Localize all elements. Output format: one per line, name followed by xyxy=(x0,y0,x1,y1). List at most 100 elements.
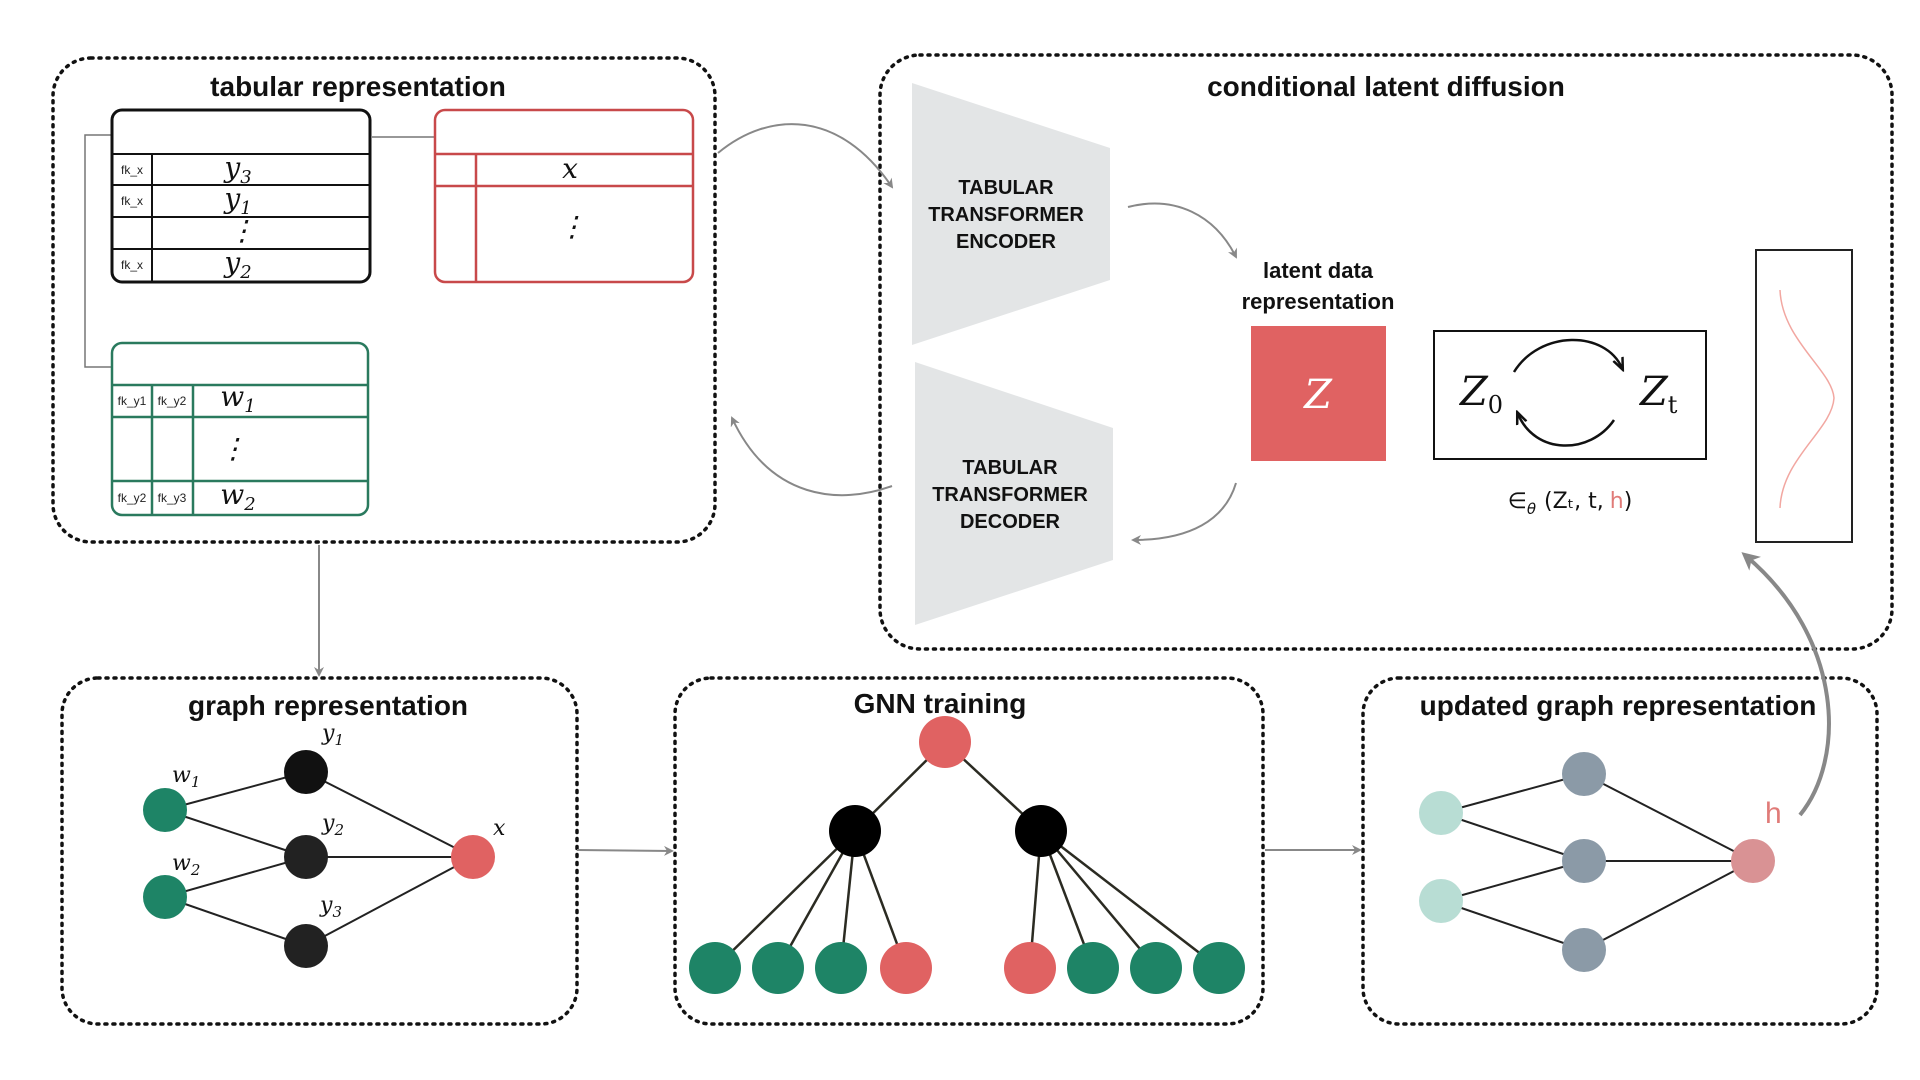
panel-gnn: GNN training xyxy=(673,676,1265,1026)
zt-symbol: Zt xyxy=(1638,369,1678,419)
y-table-fk-2: fk_x xyxy=(121,194,143,208)
graph-edges xyxy=(164,771,474,947)
panel-graph: graph representation w1 w2 y1 y2 y3 x xyxy=(60,676,579,1026)
arrow-latent-to-decoder xyxy=(1131,482,1237,545)
updated-node-w2 xyxy=(1419,879,1463,923)
conditioning-curve-box xyxy=(1755,249,1853,543)
panel-updated: updated graph representation h xyxy=(1361,676,1879,1026)
arrow-decoder-to-tabular xyxy=(730,416,893,497)
gnn-leaf-node xyxy=(1004,942,1056,994)
gnn-leaf-node xyxy=(815,942,867,994)
updated-title: updated graph representation xyxy=(1420,690,1817,721)
formula-args: (Zₜ, t, xyxy=(1544,489,1604,514)
panel-tabular: tabular representation fk_x fk_x fk_x y3… xyxy=(51,56,717,544)
latent-label-line1: latent data xyxy=(1263,258,1374,283)
node-y1 xyxy=(284,750,328,794)
noise-formula: ∈θ (Zₜ, t,h) xyxy=(1508,489,1633,518)
graph-title: graph representation xyxy=(188,690,468,721)
arrow-updated-to-diffusion xyxy=(1741,552,1831,817)
decoder-block: TABULAR TRANSFORMER DECODER xyxy=(915,362,1113,625)
sub: 1 xyxy=(191,773,201,791)
updated-node-x xyxy=(1731,839,1775,883)
sub: 1 xyxy=(244,396,255,417)
sub: 2 xyxy=(333,821,344,839)
y-table-fk-4: fk_x xyxy=(121,258,143,272)
z0-sub: 0 xyxy=(1488,391,1503,419)
w-table-fk2-3: fk_y3 xyxy=(158,491,187,505)
sub: 2 xyxy=(190,861,201,879)
node-x xyxy=(451,835,495,879)
epsilon: ∈ xyxy=(1508,489,1527,514)
panel-diffusion: conditional latent diffusion TABULAR TRA… xyxy=(878,53,1894,651)
gnn-leaf-node xyxy=(1130,942,1182,994)
gnn-edges xyxy=(714,741,1220,969)
diffusion-title: conditional latent diffusion xyxy=(1207,71,1565,102)
decoder-line1: TABULAR xyxy=(962,457,1058,479)
node-w2 xyxy=(143,875,187,919)
gnn-leaf-node xyxy=(880,942,932,994)
x-table-dots: ⋮ xyxy=(558,210,586,243)
node-w1 xyxy=(143,788,187,832)
encoder-line2: TRANSFORMER xyxy=(928,204,1084,226)
theta: θ xyxy=(1527,500,1536,518)
encoder-block: TABULAR TRANSFORMER ENCODER xyxy=(912,83,1110,345)
gnn-leaf-node xyxy=(1067,942,1119,994)
latent-representation: latent data representation Z xyxy=(1242,258,1395,461)
decoder-line3: DECODER xyxy=(960,511,1061,533)
w-table-fk1-1: fk_y1 xyxy=(118,394,147,408)
sub: 1 xyxy=(334,731,344,749)
zt-sub: t xyxy=(1668,391,1678,419)
x-table-header: x xyxy=(562,152,578,185)
sub: 3 xyxy=(332,903,342,921)
zt-main: Z xyxy=(1638,369,1669,415)
latent-box xyxy=(1251,326,1386,461)
updated-h-label: h xyxy=(1765,797,1782,830)
label-y3: y3 xyxy=(319,893,342,921)
label-y2: y2 xyxy=(321,811,344,839)
y-table: fk_x fk_x fk_x y3 y1 ⋮ y2 xyxy=(110,108,372,284)
sub: 1 xyxy=(240,198,251,219)
z0-main: Z xyxy=(1458,369,1489,415)
label-w1: w1 xyxy=(172,763,200,791)
encoder-line3: ENCODER xyxy=(956,231,1057,253)
decoder-line2: TRANSFORMER xyxy=(932,484,1088,506)
gnn-hidden-node-right xyxy=(1015,805,1067,857)
sub: 2 xyxy=(243,494,255,515)
sub: 3 xyxy=(240,167,251,188)
encoder-line1: TABULAR xyxy=(958,177,1054,199)
gnn-title: GNN training xyxy=(854,688,1027,719)
gnn-leaf-node xyxy=(1193,942,1245,994)
updated-node-y2 xyxy=(1562,839,1606,883)
flow-arrows xyxy=(314,123,1831,856)
sub: 2 xyxy=(239,262,251,283)
updated-edges xyxy=(1440,773,1754,951)
arrow-graph-to-gnn xyxy=(576,845,674,856)
x-table: x ⋮ xyxy=(433,108,695,284)
formula-close: ) xyxy=(1624,489,1633,514)
updated-node-y1 xyxy=(1562,752,1606,796)
w-table-fk1-3: fk_y2 xyxy=(118,491,147,505)
label-y1: y1 xyxy=(321,721,344,749)
arrow-tabular-to-encoder xyxy=(717,123,894,189)
arrow-encoder-to-latent xyxy=(1127,202,1237,259)
label-x: x xyxy=(493,816,506,841)
updated-node-w1 xyxy=(1419,791,1463,835)
y-table-value-3: ⋮ xyxy=(228,214,256,247)
formula-h: h xyxy=(1610,489,1624,514)
diffusion-cycle: Z0 Zt ∈θ(Zₜ, t,h) xyxy=(1433,330,1707,518)
w-table: fk_y1 fk_y2 fk_y2 fk_y3 w1 ⋮ w2 xyxy=(110,341,370,517)
node-y2 xyxy=(284,835,328,879)
label-w2: w2 xyxy=(172,851,200,879)
gnn-root-node xyxy=(919,716,971,768)
latent-label-line2: representation xyxy=(1242,289,1395,314)
w-table-value-2: ⋮ xyxy=(219,432,247,465)
w-table-fk2-1: fk_y2 xyxy=(158,394,187,408)
gnn-hidden-node-left xyxy=(829,805,881,857)
z0-symbol: Z0 xyxy=(1458,369,1503,419)
node-y3 xyxy=(284,924,328,968)
y-table-fk-1: fk_x xyxy=(121,163,143,177)
updated-node-y3 xyxy=(1562,928,1606,972)
gnn-leaf-node xyxy=(689,942,741,994)
latent-symbol: Z xyxy=(1302,372,1333,418)
